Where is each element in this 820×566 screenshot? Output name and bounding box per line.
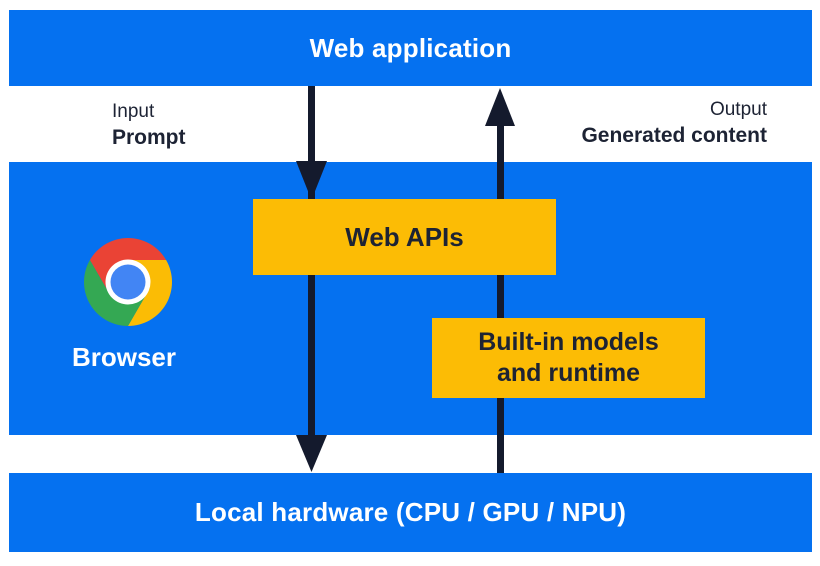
browser-label: Browser bbox=[71, 342, 177, 372]
web-application-bar: Web application bbox=[9, 10, 812, 86]
chrome-icon-center bbox=[110, 264, 146, 300]
chrome-icon-red bbox=[89, 238, 167, 293]
prompt-label: Prompt bbox=[112, 126, 186, 149]
generated-content-label: Generated content bbox=[581, 124, 767, 147]
web-application-label: Web application bbox=[309, 32, 512, 63]
web-apis-box: Web APIs bbox=[253, 199, 556, 275]
local-hardware-bar: Local hardware (CPU / GPU / NPU) bbox=[9, 473, 812, 552]
chrome-icon-green bbox=[84, 260, 148, 326]
built-in-models-line2: and runtime bbox=[496, 359, 641, 387]
chrome-icon bbox=[84, 238, 172, 326]
built-in-models-line1: Built-in models bbox=[478, 328, 659, 356]
input-caption: Input bbox=[112, 101, 155, 122]
chrome-icon-yellow bbox=[128, 260, 172, 326]
input-label-block: Input Prompt bbox=[112, 99, 186, 151]
built-in-models-box: Built-in models and runtime bbox=[432, 318, 705, 398]
output-label-block: Output Generated content bbox=[581, 97, 767, 149]
web-apis-label: Web APIs bbox=[345, 221, 464, 252]
local-hardware-label: Local hardware (CPU / GPU / NPU) bbox=[194, 497, 627, 527]
output-caption: Output bbox=[709, 99, 767, 120]
